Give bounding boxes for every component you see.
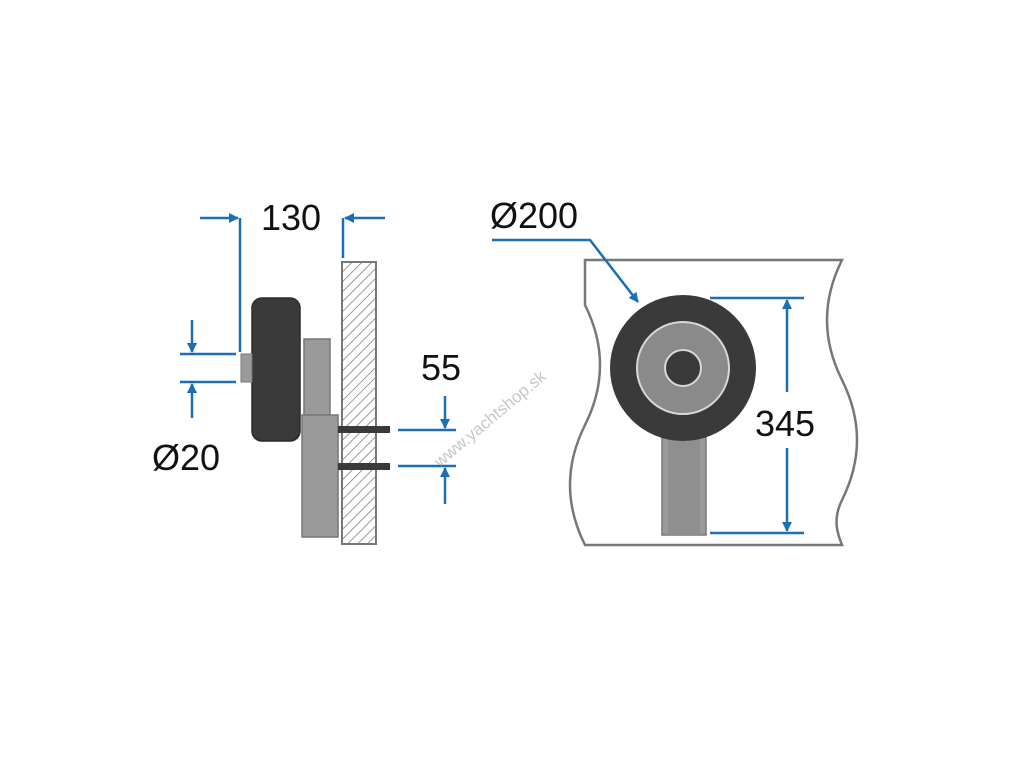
axle-stub	[240, 353, 253, 383]
side-view	[240, 261, 390, 545]
dimension-55: 55	[398, 347, 461, 504]
dimension-345: 345	[710, 296, 815, 535]
dimension-axle-diameter: Ø20	[152, 320, 236, 478]
label-345: 345	[755, 403, 815, 444]
bracket-lower	[301, 414, 339, 538]
bolt-lower	[338, 463, 390, 470]
wheel-side	[251, 297, 301, 442]
label-wheel-diameter: Ø200	[490, 195, 578, 236]
front-view	[568, 258, 859, 547]
label-55: 55	[421, 347, 461, 388]
axle-hole-front	[664, 349, 702, 387]
transom-plate	[341, 261, 377, 545]
bracket-upper	[303, 338, 331, 416]
label-130: 130	[261, 197, 321, 238]
dimension-wheel-diameter: Ø200	[490, 195, 639, 303]
bracket-front-inner	[668, 425, 700, 535]
bolt-upper	[338, 426, 390, 433]
label-axle-diameter: Ø20	[152, 437, 220, 478]
dimension-130: 130	[200, 197, 385, 352]
